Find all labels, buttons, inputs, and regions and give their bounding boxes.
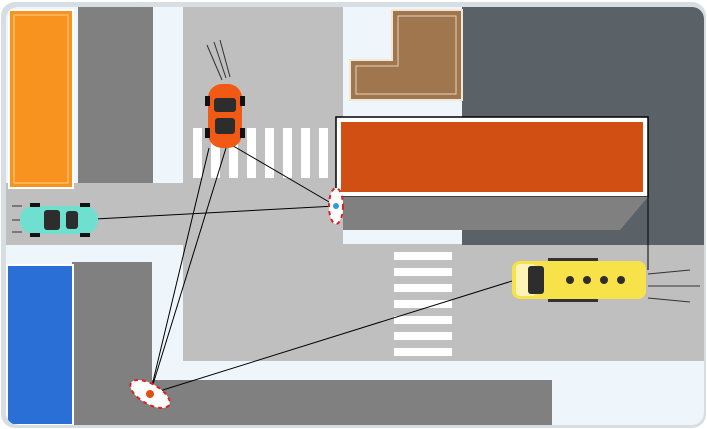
blue-building-shadow [72, 262, 152, 425]
teal-sports-car [12, 203, 98, 237]
blue-building [6, 264, 74, 425]
red-building-shadow [343, 197, 648, 230]
roadside-sensor-top [328, 187, 344, 225]
red-roof [341, 122, 643, 192]
lower-block-shadow [152, 380, 552, 425]
crosswalk-north [193, 128, 328, 178]
road-shadow-curve [78, 160, 153, 183]
roadside-sensor-bottom [129, 379, 171, 409]
crosswalk-east [394, 252, 452, 356]
orange-building-inner [13, 14, 69, 184]
brown-building-inner [355, 15, 457, 95]
lower-right-sidewalk [552, 380, 704, 425]
connection-lines [94, 139, 649, 395]
red-building-shadow-edge [620, 197, 648, 230]
brown-building [349, 9, 463, 101]
orange-building [8, 9, 74, 189]
road-shadow-left-top [78, 7, 153, 183]
sidewalk-left-lower [6, 245, 183, 263]
orange-sports-car [205, 39, 245, 148]
yellow-bus [512, 258, 700, 303]
sidewalk-strip-mid [183, 361, 704, 380]
